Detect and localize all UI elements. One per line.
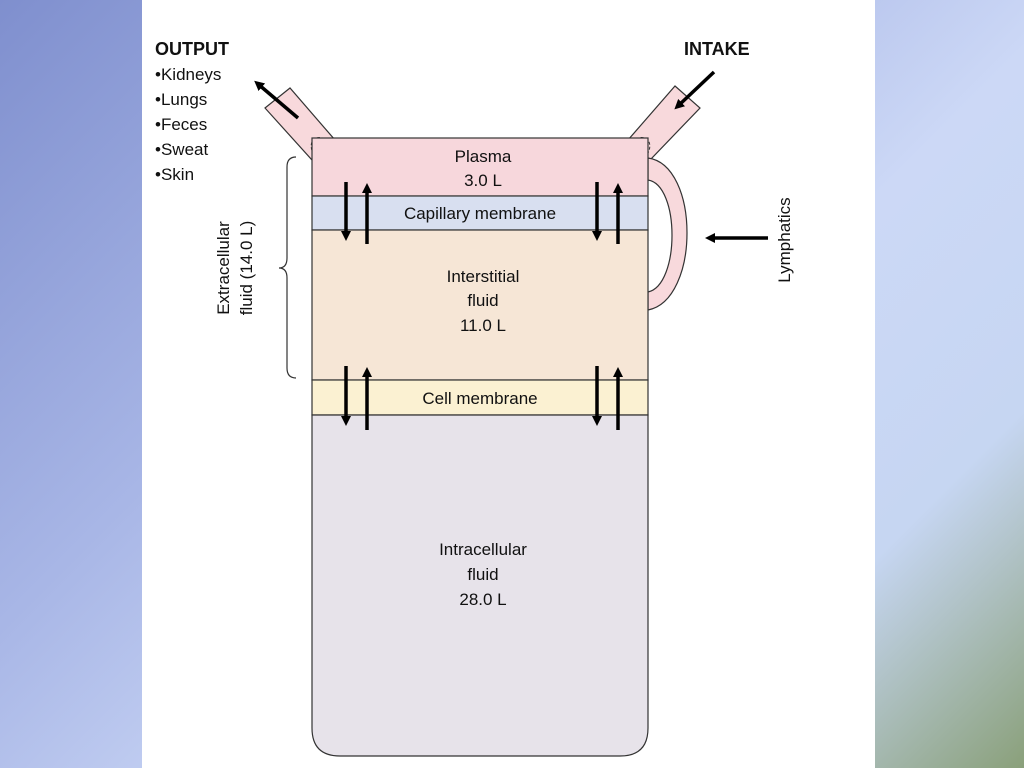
extracellular-label-line1: Extracellular [214, 221, 233, 315]
lymphatics-label: Lymphatics [775, 197, 794, 282]
extracellular-label: Extracellular fluid (14.0 L) [214, 221, 256, 316]
intracellular-label-line2: fluid [467, 565, 498, 584]
output-item-kidneys: •Kidneys [155, 65, 221, 84]
output-item-skin: •Skin [155, 165, 194, 184]
capillary-exchange-arrows-left [341, 182, 372, 244]
extracellular-brace [278, 156, 297, 379]
interstitial-volume: 11.0 L [460, 316, 506, 335]
cell-exchange-arrows-right [592, 366, 623, 430]
intracellular-volume: 28.0 L [459, 590, 506, 609]
capillary-exchange-arrows-right [592, 182, 623, 244]
output-title: OUTPUT [155, 39, 229, 59]
interstitial-label-line1: Interstitial [447, 267, 520, 286]
output-list: •Kidneys •Lungs •Feces •Sweat •Skin [155, 65, 221, 184]
plasma-label: Plasma [455, 147, 512, 166]
cell-exchange-arrows-left [341, 366, 372, 430]
intracellular-fluid-layer [311, 414, 649, 757]
interstitial-label-line2: fluid [467, 291, 498, 310]
cell-membrane-label: Cell membrane [422, 389, 537, 408]
capillary-membrane-label: Capillary membrane [404, 204, 556, 223]
lymphatic-handle [647, 157, 688, 311]
output-item-feces: •Feces [155, 115, 207, 134]
intracellular-label-line1: Intracellular [439, 540, 527, 559]
intake-arrow [674, 70, 716, 110]
intake-title: INTAKE [684, 39, 750, 59]
output-arrow [254, 80, 300, 120]
extracellular-label-line2: fluid (14.0 L) [237, 221, 256, 316]
output-item-sweat: •Sweat [155, 140, 208, 159]
plasma-volume: 3.0 L [464, 171, 502, 190]
output-item-lungs: •Lungs [155, 90, 207, 109]
